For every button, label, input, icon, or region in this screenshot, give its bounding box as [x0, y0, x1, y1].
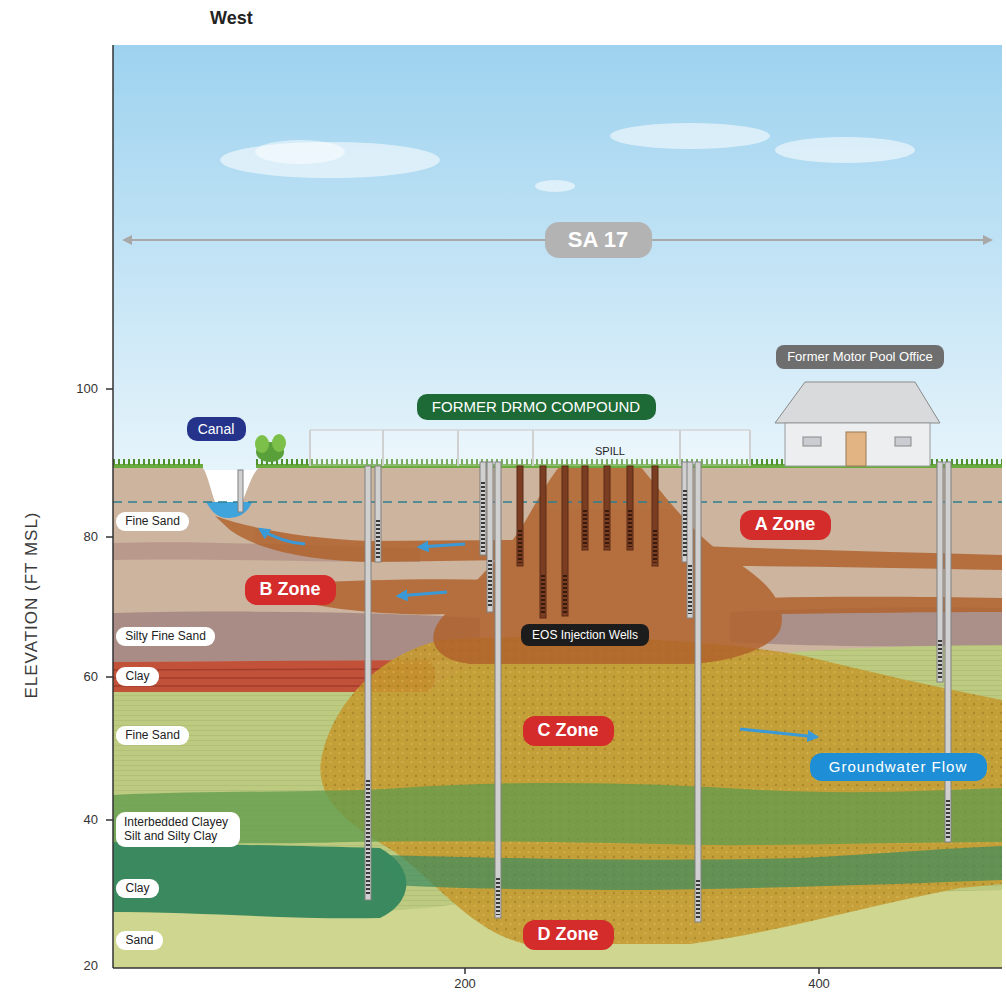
cloud — [775, 137, 915, 163]
node-text: D Zone — [538, 924, 599, 946]
soil-label: Fine Sand — [116, 512, 189, 531]
interbedded-layer — [113, 783, 1002, 845]
soil-label: Silty Fine Sand — [116, 627, 215, 646]
building-roof — [775, 382, 940, 423]
cloud — [255, 140, 345, 164]
tick-label: 100 — [76, 381, 98, 397]
well-casing — [375, 466, 381, 562]
well-casing — [480, 462, 486, 555]
node-text: Former Motor Pool Office — [787, 349, 933, 365]
fence-panel — [310, 430, 750, 466]
plume-finger — [700, 546, 1002, 570]
injection-screens — [520, 510, 655, 615]
tick-label: 80 — [84, 529, 98, 545]
soil-label: Interbedded Clayey Silt and Silty Clay — [116, 812, 240, 847]
water-table — [113, 501, 1002, 503]
flow-arrow — [419, 544, 465, 547]
well-casing — [695, 462, 701, 922]
node-text: B Zone — [260, 579, 321, 601]
soil-label: Clay — [116, 879, 159, 898]
well-label: EOS Injection Wells — [521, 624, 649, 646]
flow-arrows — [260, 529, 817, 737]
zone-label: A Zone — [740, 510, 831, 540]
injection-well — [582, 466, 588, 550]
node-text: Interbedded Clayey Silt and Silty Clay — [124, 815, 232, 844]
node-text: SA 17 — [568, 227, 628, 253]
cloud — [610, 123, 770, 149]
flow-arrow — [740, 729, 817, 737]
x-axis — [113, 967, 1002, 969]
node-text: EOS Injection Wells — [532, 628, 638, 642]
injection-wells — [517, 466, 658, 618]
plot-area — [113, 45, 1002, 968]
axis-title: ELEVATION (FT MSL) — [22, 511, 42, 698]
tick-label: 20 — [84, 958, 98, 974]
plume — [215, 466, 1002, 664]
bush — [272, 434, 286, 452]
bush — [255, 435, 269, 453]
soil-label: Fine Sand — [116, 726, 189, 745]
fence-rail — [310, 429, 750, 431]
tick-label: 60 — [84, 669, 98, 685]
node-text: Clay — [125, 669, 149, 683]
well-casing — [945, 462, 951, 842]
well-casing — [238, 470, 243, 512]
node-text: FORMER DRMO COMPOUND — [432, 398, 640, 416]
injection-well — [604, 466, 610, 550]
flow-label: Groundwater Flow — [810, 753, 987, 781]
compound-label: FORMER DRMO COMPOUND — [417, 394, 656, 420]
node-text: West — [210, 8, 253, 30]
node-text: Canal — [198, 421, 235, 438]
spill-label: SPILL — [595, 445, 625, 458]
plume-finger — [760, 597, 1002, 614]
zone-label: B Zone — [245, 575, 336, 605]
node-text: Silty Fine Sand — [125, 629, 206, 643]
injection-well — [627, 466, 633, 550]
node-text: Groundwater Flow — [829, 758, 968, 776]
building-label: Former Motor Pool Office — [776, 345, 944, 369]
y-axis — [112, 45, 114, 968]
node-text: A Zone — [755, 514, 815, 536]
canal-label: Canal — [187, 417, 246, 441]
cloud — [535, 180, 575, 192]
direction-ellipse: West — [170, 0, 277, 38]
node-text: Clay — [125, 881, 149, 895]
zone-label: D Zone — [523, 920, 614, 950]
flow-arrow — [398, 592, 447, 596]
zone-label: C Zone — [523, 716, 614, 746]
clay-layer — [380, 846, 1002, 890]
node-text: C Zone — [538, 720, 599, 742]
building-door — [846, 432, 866, 466]
sky — [113, 45, 1002, 470]
soil-label: Sand — [116, 931, 163, 950]
injection-well — [562, 466, 568, 616]
soil-label: Clay — [116, 667, 159, 686]
canal-water — [206, 502, 252, 518]
node-text: Sand — [125, 933, 153, 947]
tick-label: 400 — [808, 976, 830, 992]
clay-layer — [113, 842, 406, 918]
node-text: Fine Sand — [125, 728, 180, 742]
tick-label: 200 — [454, 976, 476, 992]
tick-label: 40 — [84, 812, 98, 828]
building-wall — [785, 423, 930, 466]
flow-arrow — [260, 529, 305, 544]
fence-posts — [310, 430, 750, 466]
area-label: SA 17 — [545, 222, 652, 258]
well-casing — [495, 462, 501, 918]
well-casing — [365, 466, 371, 900]
monitoring-wells — [238, 462, 951, 922]
building-window — [895, 437, 911, 446]
axis-ticks — [106, 389, 819, 974]
node-text: Fine Sand — [125, 514, 180, 528]
building-window — [803, 437, 821, 446]
